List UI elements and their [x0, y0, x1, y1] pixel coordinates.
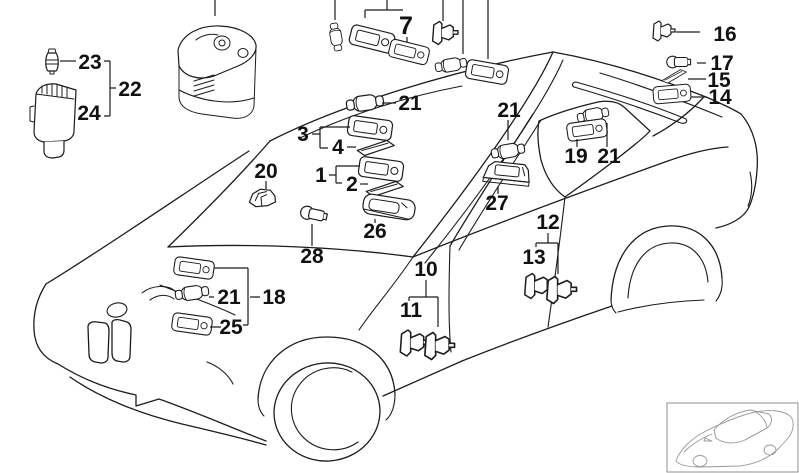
front-wheel	[273, 362, 381, 462]
callout-10[interactable]: 10	[414, 258, 437, 281]
part-festoon-21-bpillar[interactable]	[489, 140, 527, 162]
callout-27[interactable]: 27	[485, 192, 508, 215]
callout-17[interactable]: 17	[710, 52, 733, 75]
part-socket-28[interactable]	[298, 204, 329, 224]
part-lamp-25[interactable]	[170, 311, 214, 337]
part-roof-console[interactable]	[177, 25, 257, 119]
car-outline	[33, 51, 759, 462]
part-bulb-23[interactable]	[45, 48, 59, 75]
part-lamp-3[interactable]	[346, 114, 394, 142]
part-festoon-21-windshield[interactable]	[345, 92, 385, 114]
callout-7[interactable]: 7	[399, 12, 413, 40]
callout-21-rear[interactable]: 21	[597, 145, 621, 168]
part-clip-20[interactable]	[248, 188, 277, 208]
kidney-grille-left	[87, 321, 110, 364]
bmw-roundel	[106, 302, 128, 318]
callout-19[interactable]: 19	[564, 145, 587, 168]
part-lamp-1[interactable]	[357, 155, 405, 183]
vehicle-thumbnail	[666, 402, 799, 473]
vehicle-thumbnail-car	[675, 409, 794, 468]
callout-25[interactable]: 25	[219, 316, 243, 339]
callout-12[interactable]: 12	[536, 211, 559, 234]
callout-16[interactable]: 16	[713, 23, 736, 46]
callout-23[interactable]: 23	[78, 51, 101, 74]
callout-21-bpillar[interactable]: 21	[497, 99, 521, 122]
callout-15[interactable]: 15	[707, 69, 731, 92]
callout-18[interactable]: 18	[262, 286, 286, 309]
part-clip-16[interactable]	[652, 20, 676, 42]
callout-2[interactable]: 2	[346, 173, 358, 196]
part-socket-17[interactable]	[666, 55, 692, 69]
part-clip-top[interactable]	[431, 20, 459, 46]
callout-3[interactable]: 3	[297, 123, 309, 146]
callout-14[interactable]: 14	[708, 86, 732, 109]
callout-24[interactable]: 24	[77, 102, 101, 125]
kidney-grille-right	[111, 318, 132, 363]
part-lamp-27[interactable]	[482, 160, 531, 187]
callout-20[interactable]: 20	[254, 160, 277, 183]
callout-11[interactable]: 11	[400, 299, 423, 322]
callout-26[interactable]: 26	[363, 220, 386, 243]
part-festoon-roof[interactable]	[433, 55, 469, 75]
part-clip-12[interactable]	[546, 275, 578, 305]
callout-1[interactable]: 1	[315, 164, 327, 187]
part-lamp-14[interactable]	[652, 83, 692, 105]
part-lamp-19[interactable]	[565, 117, 609, 143]
part-module-24[interactable]	[29, 83, 77, 159]
callout-leaders	[60, 31, 707, 328]
part-festoon-21-front[interactable]	[174, 283, 210, 303]
callout-4[interactable]: 4	[332, 136, 344, 159]
callout-22[interactable]: 22	[118, 78, 141, 101]
part-lamp-18[interactable]	[172, 255, 216, 281]
callout-28[interactable]: 28	[300, 245, 324, 268]
part-lamp-7a[interactable]	[347, 23, 397, 55]
callout-13[interactable]: 13	[522, 246, 545, 269]
part-lamp-7b[interactable]	[387, 37, 431, 67]
part-lens-15[interactable]	[660, 68, 688, 84]
callout-21-front[interactable]: 21	[217, 286, 241, 309]
part-bulb-top[interactable]	[327, 21, 345, 53]
callout-21-windshield[interactable]: 21	[398, 92, 422, 115]
front-wheel-rim	[290, 367, 359, 451]
leader-lines-top	[214, 0, 489, 59]
part-lamp-26[interactable]	[362, 193, 416, 221]
rear-wheel-arch-inner	[627, 242, 709, 299]
callout-labels: 7 16 17 15 14 23 22 24 21 3 4 1 2 20 26 …	[77, 12, 736, 339]
